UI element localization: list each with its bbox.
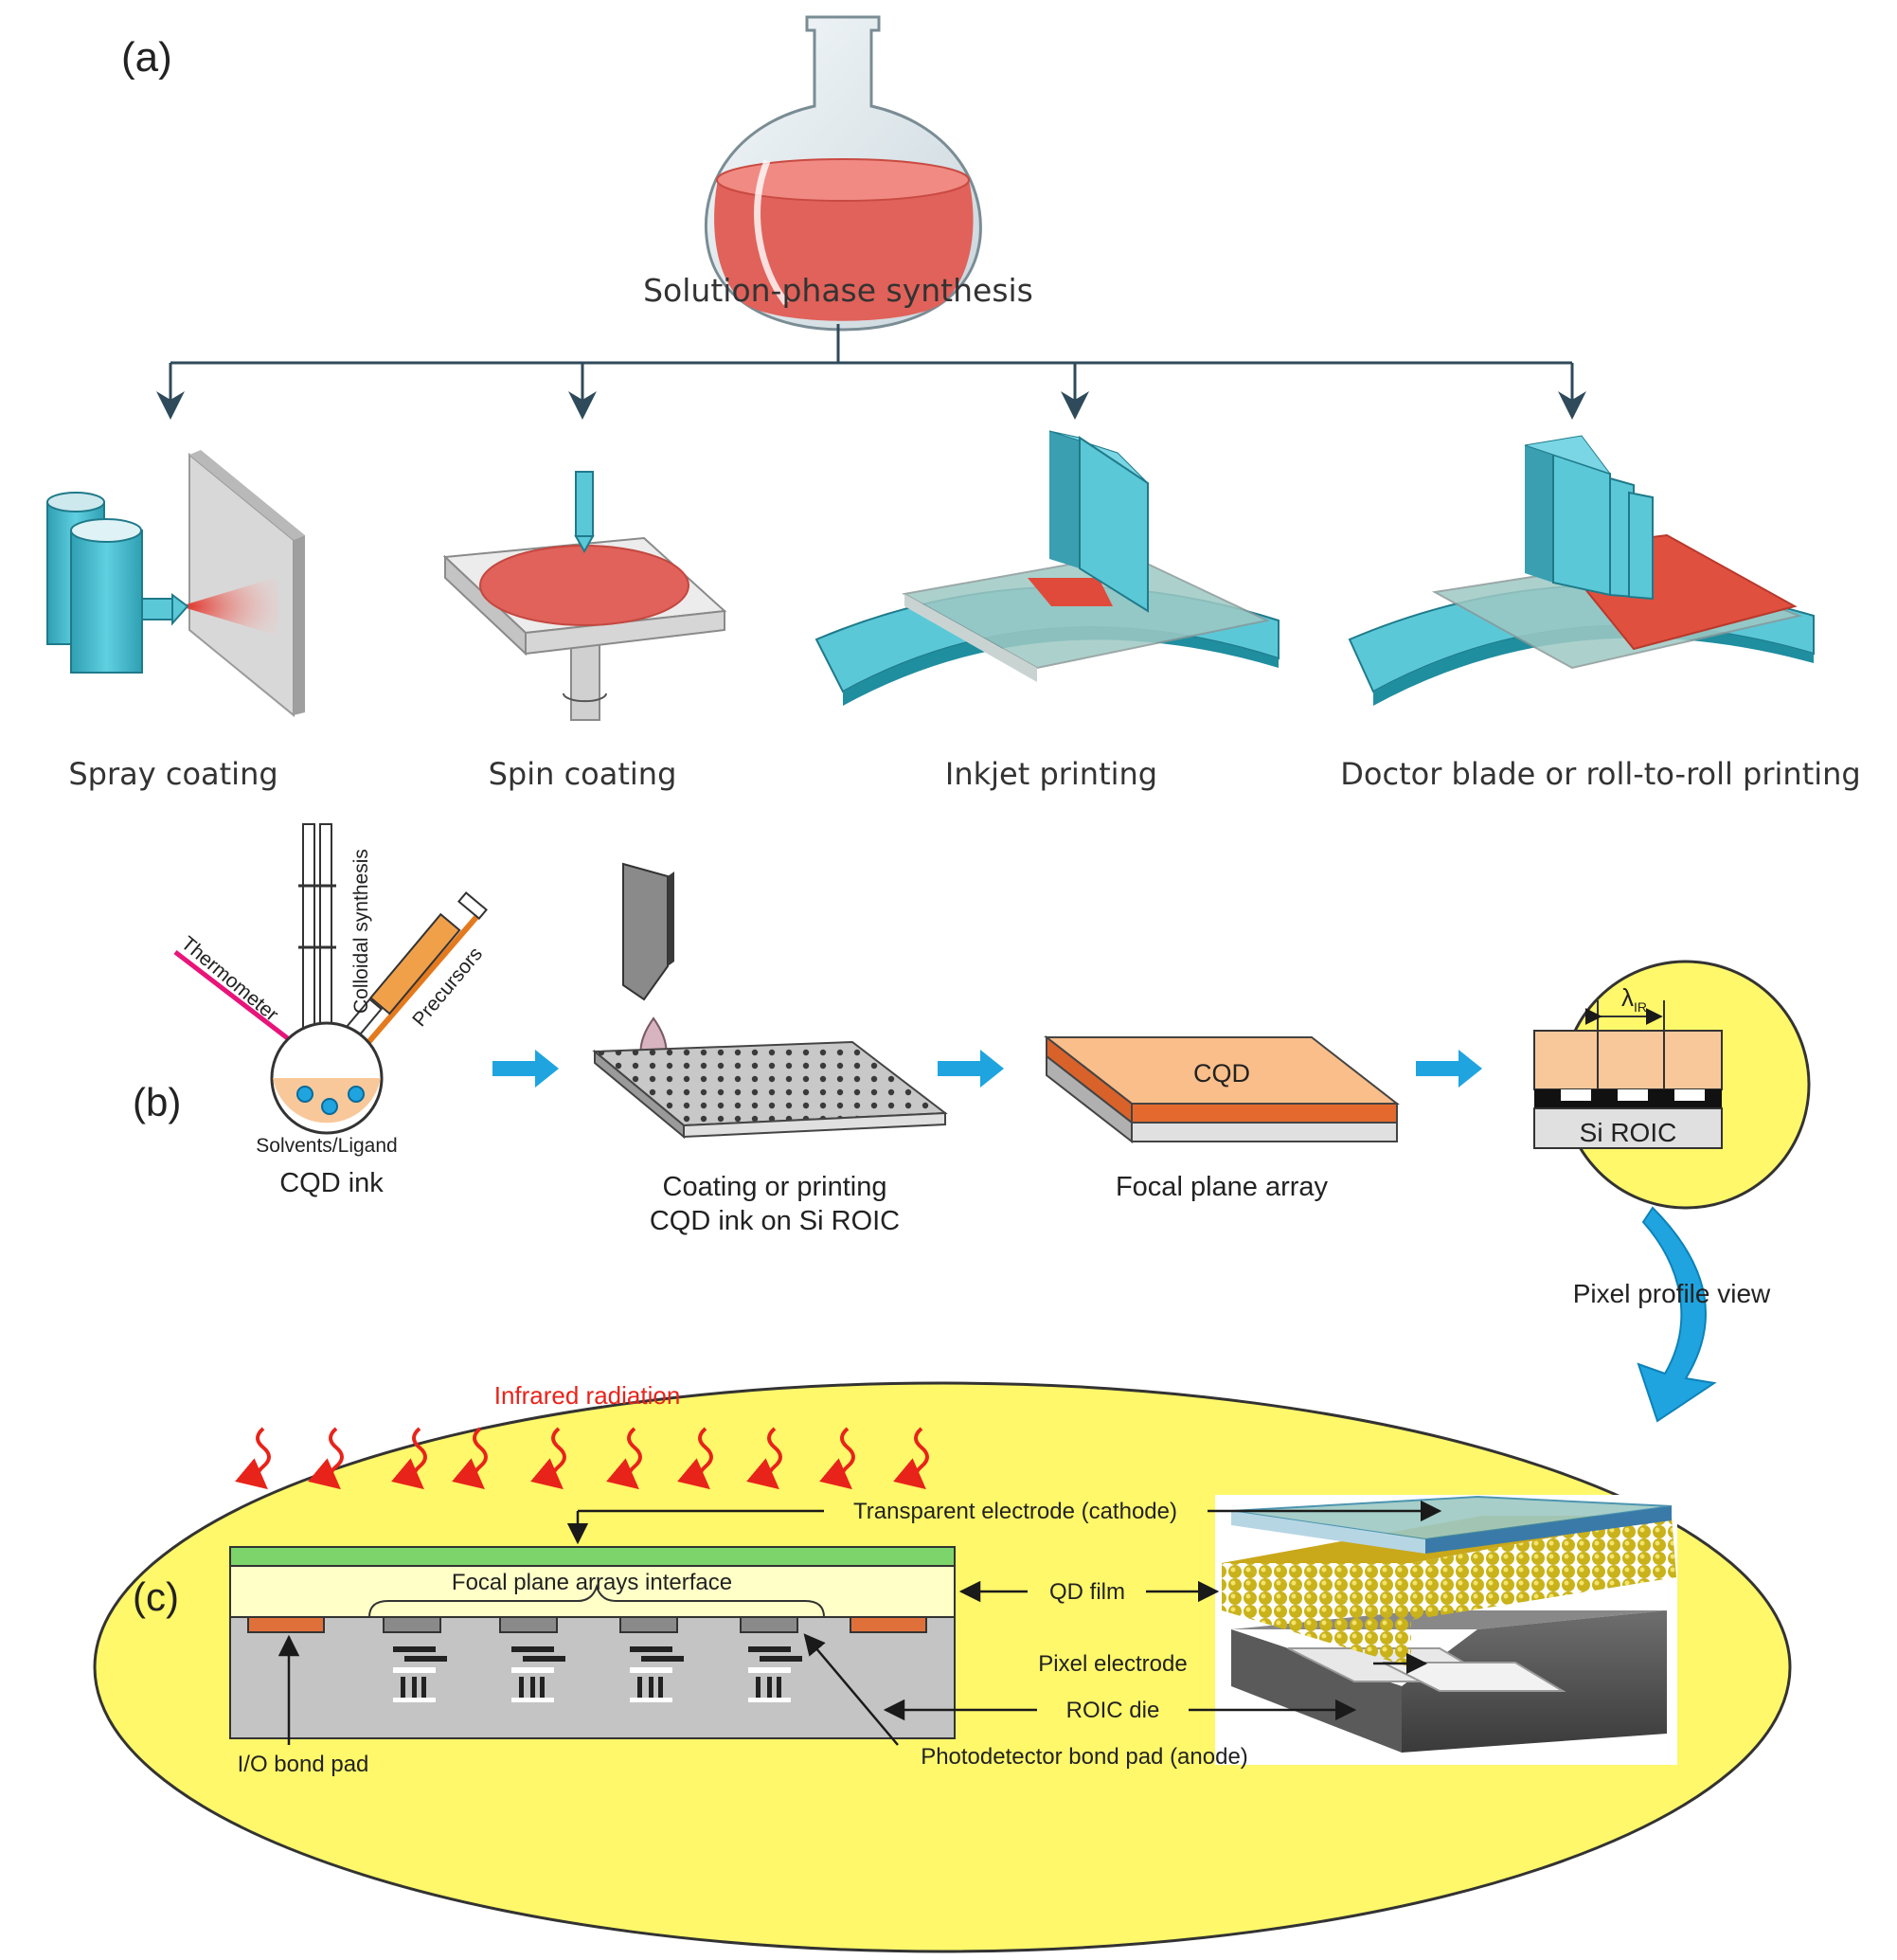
radiation-arrow	[308, 1427, 344, 1490]
spin-coating-icon	[442, 471, 727, 721]
doctor-blade-icon	[1348, 435, 1815, 706]
inkjet-printing-icon	[814, 430, 1280, 706]
radiation-arrows	[235, 1427, 929, 1490]
radiation-arrow	[606, 1427, 642, 1490]
interface-label: Focal plane arrays interface	[452, 1570, 732, 1595]
cross-section-schematic	[229, 1546, 956, 1739]
step-caption-coating-1: Coating or printing	[663, 1172, 887, 1202]
lambda-ir-label: λIR	[1621, 983, 1647, 1015]
flask-label-colloidal: Colloidal synthesis	[350, 849, 372, 1014]
pixel-profile-curved-arrow	[1637, 1206, 1717, 1423]
pixel-circuit-icon	[511, 1646, 565, 1702]
cqd-synthesis-flask-icon	[173, 823, 488, 1135]
spray-coating-icon	[46, 450, 305, 718]
method-label-doctor-blade: Doctor blade or roll-to-roll printing	[1340, 756, 1860, 792]
panel-c-label: (c)	[133, 1574, 179, 1619]
radiation-label: Infrared radiation	[494, 1381, 681, 1410]
annotation-pixel-electrode: Pixel electrode	[1038, 1651, 1187, 1677]
flask-label-thermometer: Thermometer	[177, 932, 282, 1026]
device-3d-rendering	[1215, 1495, 1677, 1765]
round-flask-icon	[704, 15, 982, 332]
pixel-circuit-icons	[393, 1646, 802, 1702]
annotation-io-pad: I/O bond pad	[238, 1752, 369, 1777]
process-arrow-2	[938, 1050, 1004, 1088]
step-caption-cqd-ink: CQD ink	[279, 1168, 384, 1198]
roic-printing-icon	[592, 862, 948, 1140]
pixel-circuit-icon	[630, 1646, 684, 1702]
radiation-arrow	[235, 1427, 271, 1490]
process-arrow-1	[492, 1050, 559, 1088]
method-label-spin: Spin coating	[489, 756, 677, 792]
radiation-arrow	[819, 1427, 855, 1490]
step-caption-coating-2: CQD ink on Si ROIC	[650, 1206, 900, 1236]
annotation-transparent-electrode: Transparent electrode (cathode)	[853, 1499, 1177, 1524]
step-caption-fpa: Focal plane array	[1116, 1172, 1329, 1202]
pixel-profile-magnifier	[1533, 960, 1811, 1210]
radiation-arrow	[452, 1427, 488, 1490]
annotation-photodetector-pad: Photodetector bond pad (anode)	[921, 1744, 1248, 1770]
annotation-qd-film: QD film	[1049, 1579, 1125, 1605]
radiation-arrow	[893, 1427, 929, 1490]
arrow-to-photodetector-pad	[803, 1633, 899, 1746]
annotation-roic-die: ROIC die	[1066, 1698, 1160, 1723]
radiation-arrow	[391, 1427, 427, 1490]
panel-a-label: (a)	[121, 34, 172, 81]
pixel-circuit-icon	[748, 1646, 802, 1702]
method-label-spray: Spray coating	[68, 756, 277, 792]
si-roic-label: Si ROIC	[1580, 1118, 1677, 1147]
panel-b-label: (b)	[133, 1080, 181, 1124]
pixel-circuit-icon	[393, 1646, 447, 1702]
flask-label-solvents: Solvents/Ligand	[256, 1135, 397, 1157]
radiation-arrow	[677, 1427, 713, 1490]
radiation-arrow	[530, 1427, 566, 1490]
focal-plane-array-icon	[1044, 1034, 1400, 1144]
pixel-profile-caption: Pixel profile view	[1573, 1279, 1771, 1308]
radiation-arrow	[746, 1427, 782, 1490]
method-tree-connector	[156, 324, 1586, 420]
fpa-layer-label: CQD	[1193, 1059, 1250, 1088]
method-label-inkjet: Inkjet printing	[945, 756, 1157, 792]
synthesis-title: Solution-phase synthesis	[643, 272, 1033, 309]
process-arrow-3	[1416, 1050, 1482, 1088]
annotation-arrows	[277, 1500, 1442, 1746]
